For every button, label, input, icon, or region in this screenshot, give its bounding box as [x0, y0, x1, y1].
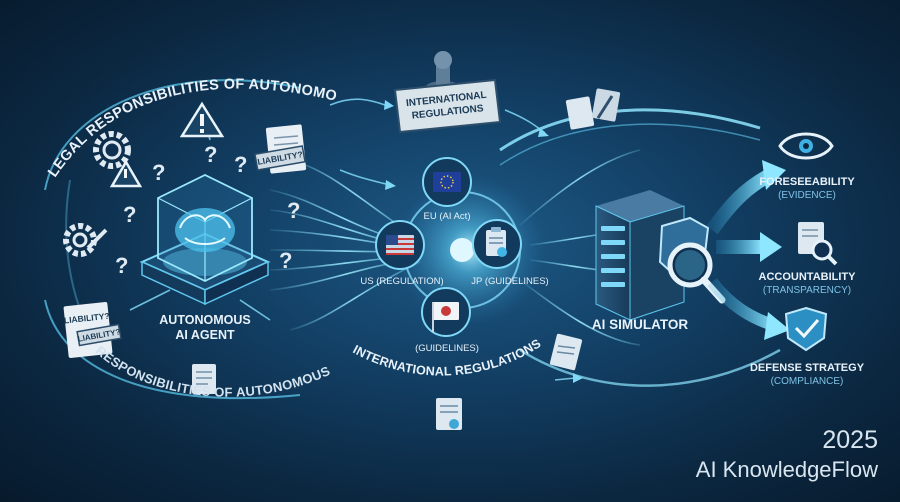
svg-text:?: ?: [123, 202, 136, 227]
regulations-stamp: [393, 51, 502, 134]
document-icon: [192, 364, 216, 394]
outcome-title-foreseeability: FORESEEABILITY: [759, 176, 855, 188]
outcome-title-defense: DEFENSE STRATEGY: [749, 362, 865, 374]
jp-bottom-node-label: (GUIDELINES): [415, 343, 479, 354]
agent-label-line2: AI AGENT: [175, 328, 235, 342]
outcome-sub-accountability: (TRANSPARENCY): [762, 285, 852, 296]
document-pen-icon: [565, 88, 621, 130]
ai-simulator-server: [595, 190, 726, 321]
warning-triangle-icon: [179, 101, 225, 138]
outcome-sub-foreseeability: (EVIDENCE): [778, 190, 836, 201]
magnifier-document-icon: [798, 222, 838, 266]
question-marks: ? ? ? ? ? ? ?: [115, 142, 300, 278]
jp-guidelines-node: [472, 219, 522, 269]
us-node-label: US (REGULATION): [360, 276, 444, 287]
svg-text:?: ?: [115, 253, 128, 278]
jp-node: [421, 287, 471, 337]
svg-text:?: ?: [287, 198, 300, 223]
svg-text:?: ?: [234, 152, 247, 177]
us-node: [375, 220, 425, 270]
simulator-label: AI SIMULATOR: [591, 317, 689, 332]
brand-label: AI KnowledgeFlow: [695, 457, 878, 482]
agent-label-line1: AUTONOMOUS: [159, 313, 251, 327]
shield-check-icon: [784, 306, 828, 352]
eye-icon: [778, 132, 834, 160]
document-icon-right-bottom: [549, 333, 583, 371]
gear-wrench-icon: [63, 223, 108, 257]
liability-document-bottom: [63, 302, 122, 358]
liability-document-top: [254, 124, 307, 174]
output-arrows: [706, 160, 790, 340]
outcome-sub-defense: (COMPLIANCE): [770, 376, 844, 387]
outcome-title-accountability: ACCOUNTABILITY: [758, 271, 856, 283]
svg-text:?: ?: [152, 160, 165, 185]
document-icon-hub-bottom: [436, 398, 462, 430]
agent-label: AUTONOMOUS AI AGENT: [150, 313, 260, 343]
svg-text:?: ?: [279, 248, 292, 273]
svg-text:?: ?: [204, 142, 217, 167]
eu-node: [422, 157, 472, 207]
jp-right-node-label: JP (GUIDELINES): [471, 276, 549, 287]
gear-warning-icon: [93, 131, 143, 188]
year-label: 2025: [822, 426, 878, 454]
ai-agent-cube: [139, 173, 271, 306]
eu-node-label: EU (AI Act): [423, 211, 471, 222]
liability-tag-doc: LIABILITY?: [63, 311, 110, 326]
